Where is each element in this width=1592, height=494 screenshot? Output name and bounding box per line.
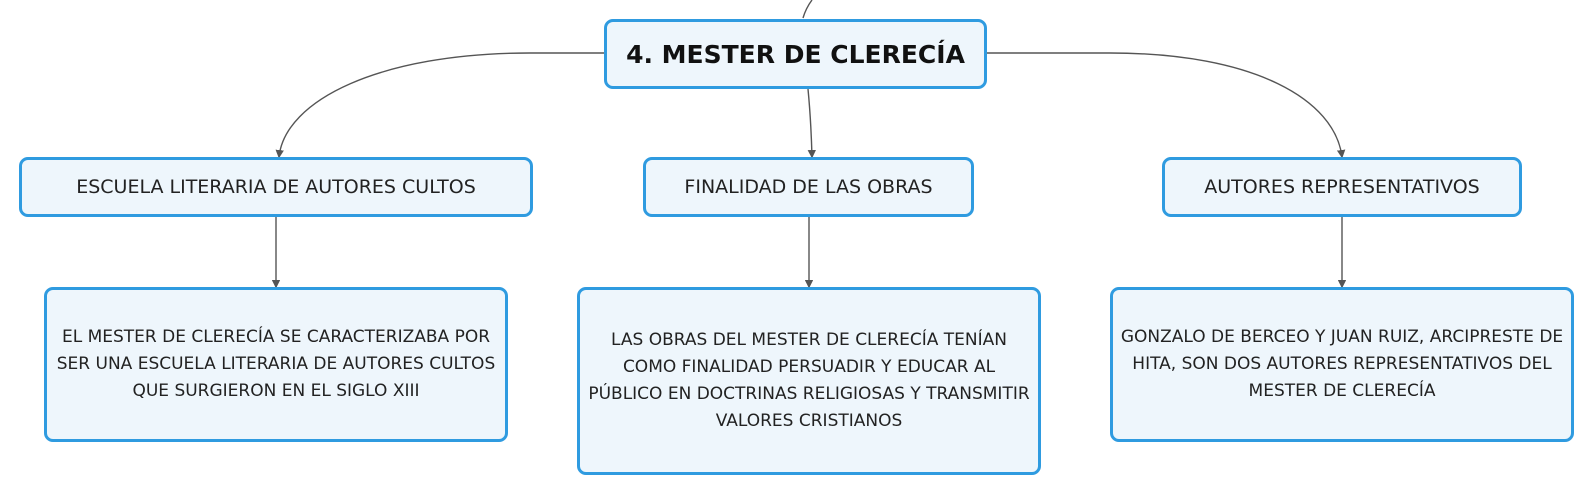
detail-finalidad[interactable]: LAS OBRAS DEL MESTER DE CLERECÍA TENÍAN … [577,287,1041,475]
subtopic-escuela-literaria[interactable]: ESCUELA LITERARIA DE AUTORES CULTOS [19,157,533,217]
connector-root-to-branch-1 [275,52,604,159]
detail-text: EL MESTER DE CLERECÍA SE CARACTERIZABA P… [56,327,496,401]
subtopic-finalidad[interactable]: FINALIDAD DE LAS OBRAS [643,157,974,217]
connector-incoming [802,0,813,19]
subtopic-label: ESCUELA LITERARIA DE AUTORES CULTOS [76,176,476,198]
connector-root-to-branch-2 [807,88,817,159]
subtopic-label: AUTORES REPRESENTATIVOS [1204,176,1480,198]
root-topic-label: 4. MESTER DE CLERECÍA [626,39,965,69]
root-topic[interactable]: 4. MESTER DE CLERECÍA [604,19,987,89]
detail-escuela-literaria[interactable]: EL MESTER DE CLERECÍA SE CARACTERIZABA P… [44,287,508,442]
subtopic-label: FINALIDAD DE LAS OBRAS [684,176,933,198]
subtopic-autores[interactable]: AUTORES REPRESENTATIVOS [1162,157,1522,217]
detail-text: GONZALO DE BERCEO Y JUAN RUIZ, ARCIPREST… [1120,327,1564,401]
detail-autores[interactable]: GONZALO DE BERCEO Y JUAN RUIZ, ARCIPREST… [1110,287,1574,442]
detail-text: LAS OBRAS DEL MESTER DE CLERECÍA TENÍAN … [588,330,1030,431]
connector-root-to-branch-3 [987,52,1346,159]
